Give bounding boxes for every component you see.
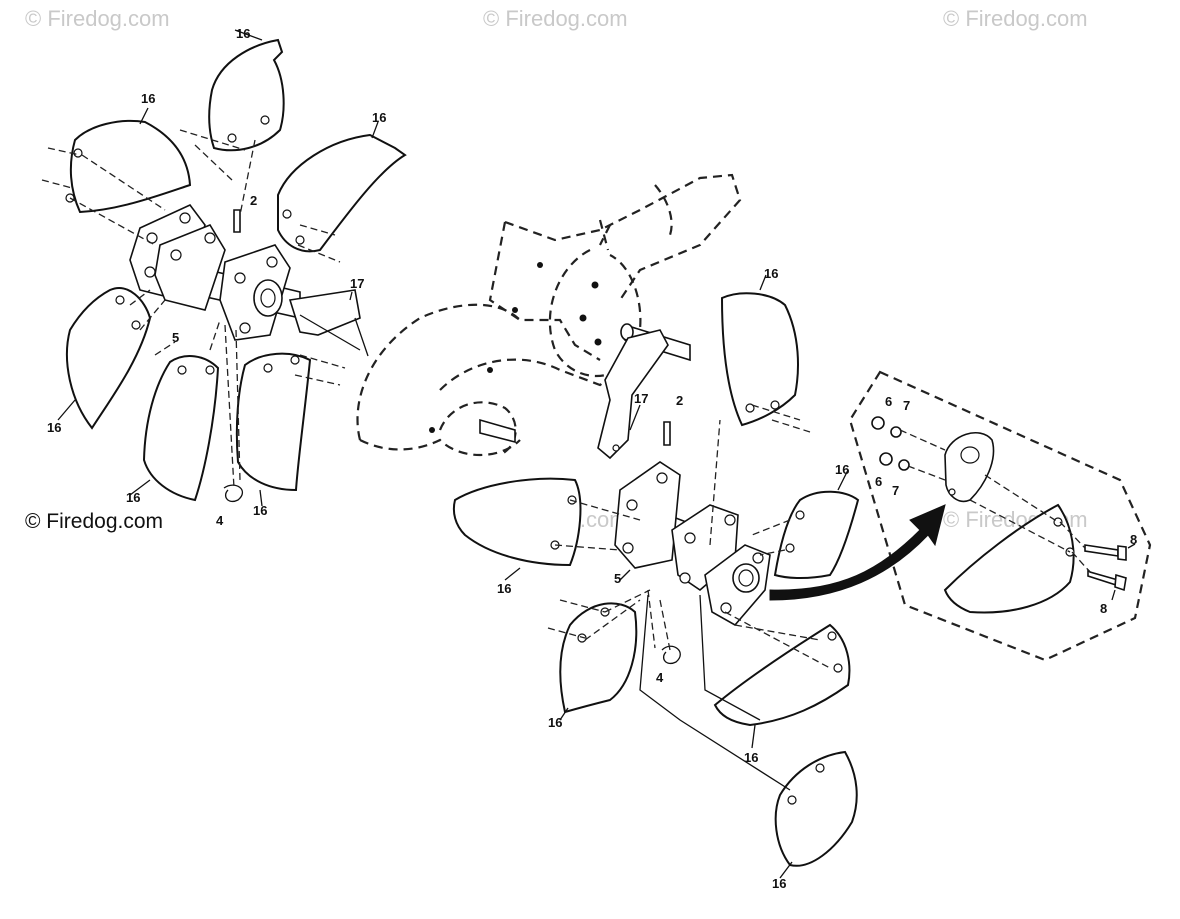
left-blade-lower-right bbox=[235, 352, 312, 492]
callout-4-right: 4 bbox=[656, 670, 664, 685]
callout-5-left: 5 bbox=[172, 330, 179, 345]
callout-16-right-bottom: 16 bbox=[772, 876, 786, 891]
callout-6-lower: 6 bbox=[875, 474, 882, 489]
right-blade-left bbox=[452, 477, 582, 567]
callout-2-right: 2 bbox=[676, 393, 683, 408]
right-pin-2 bbox=[663, 421, 671, 446]
watermark-top-right: © Firedog.com bbox=[943, 6, 1088, 31]
right-tine-assembly bbox=[452, 274, 860, 879]
right-blade-lower-right bbox=[713, 623, 851, 727]
nut-6-lower bbox=[879, 452, 893, 466]
callout-16-right-middle: 16 bbox=[835, 462, 849, 477]
right-blade-top-right bbox=[720, 292, 799, 427]
watermark-top-center: © Firedog.com bbox=[483, 6, 628, 31]
callout-labels: 2 4 5 17 16 16 16 16 16 16 2 4 5 17 16 1… bbox=[47, 26, 1137, 891]
left-blade-left bbox=[65, 287, 152, 430]
left-blade-upper-right bbox=[277, 133, 407, 253]
callout-4-left: 4 bbox=[216, 513, 224, 528]
washer-7-upper bbox=[890, 426, 902, 438]
detail-inset-border bbox=[848, 370, 1152, 662]
left-blade-upper-left bbox=[69, 119, 192, 214]
callout-16-left-left: 16 bbox=[47, 420, 61, 435]
callout-17-left: 17 bbox=[350, 276, 364, 291]
callout-8-lower: 8 bbox=[1100, 601, 1107, 616]
left-bracket-17 bbox=[288, 289, 361, 336]
right-bracket-17 bbox=[597, 329, 669, 460]
left-hairpin-4 bbox=[223, 484, 244, 503]
callout-16-right-left: 16 bbox=[497, 581, 511, 596]
callout-16-left-lower-center: 16 bbox=[126, 490, 140, 505]
callout-16-right-lower-left: 16 bbox=[548, 715, 562, 730]
left-pin-2 bbox=[233, 209, 241, 233]
right-flange-outer bbox=[614, 461, 681, 569]
left-blade-top bbox=[208, 38, 285, 152]
callout-16-right-lower-right: 16 bbox=[744, 750, 758, 765]
right-blade-middle-right bbox=[773, 490, 860, 579]
detail-inset bbox=[769, 370, 1152, 662]
right-blade-lower-left bbox=[559, 602, 638, 714]
left-tine-assembly bbox=[41, 29, 407, 507]
callout-17-right: 17 bbox=[634, 391, 648, 406]
callout-16-left-upper-right: 16 bbox=[372, 110, 386, 125]
callout-16-left-lower-right: 16 bbox=[253, 503, 267, 518]
callout-2-left: 2 bbox=[250, 193, 257, 208]
callout-7-upper: 7 bbox=[903, 398, 910, 413]
right-blade-bottom bbox=[774, 750, 858, 867]
callout-16-left-upper-left: 16 bbox=[141, 91, 155, 106]
nut-6-upper bbox=[871, 416, 885, 430]
callout-8-upper: 8 bbox=[1130, 532, 1137, 547]
callout-7-lower: 7 bbox=[892, 483, 899, 498]
right-hairpin-4 bbox=[661, 645, 681, 665]
copyright-notice: © Firedog.com bbox=[25, 510, 163, 533]
watermark-top-left: © Firedog.com bbox=[25, 6, 170, 31]
callout-5-right: 5 bbox=[614, 571, 621, 586]
left-blade-lower-center bbox=[142, 355, 220, 502]
callout-6-upper: 6 bbox=[885, 394, 892, 409]
callout-16-left-top: 16 bbox=[236, 26, 250, 41]
tiller-frame-outline bbox=[356, 173, 742, 457]
detail-arrow bbox=[769, 504, 946, 601]
bolt-8-lower bbox=[1087, 568, 1120, 586]
left-flange-mid bbox=[154, 224, 226, 311]
detail-tine-blade bbox=[943, 503, 1075, 614]
bolt-8-upper bbox=[1084, 544, 1119, 557]
callout-16-right-top: 16 bbox=[764, 266, 778, 281]
washer-7-lower bbox=[898, 459, 910, 471]
detail-flange-bracket bbox=[944, 431, 995, 503]
